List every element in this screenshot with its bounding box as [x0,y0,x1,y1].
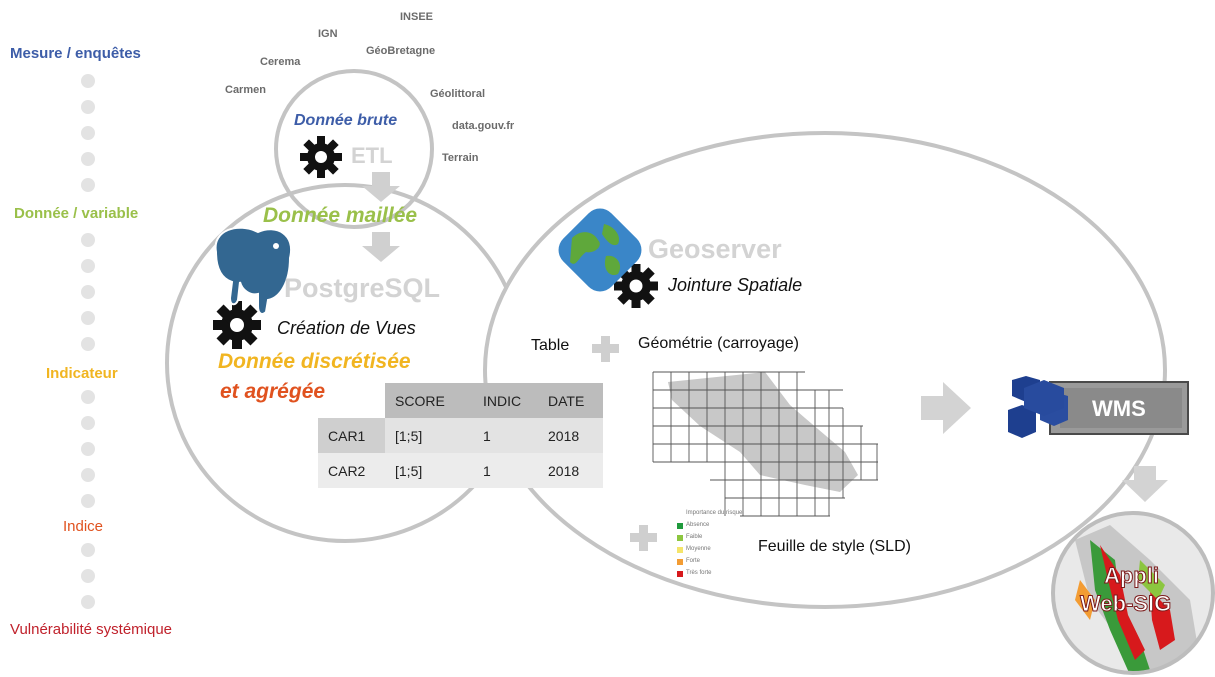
wms-label: WMS [1092,396,1146,421]
progress-dot [81,543,95,557]
progress-dot [81,100,95,114]
legend-item-tres-forte: Très forte [686,570,712,576]
create-views-label: Création de Vues [277,318,416,338]
stage-label-measure: Mesure / enquêtes [10,45,141,62]
table-label: Table [531,337,570,354]
table-row: CAR2 [1;5] 1 2018 [318,453,603,488]
progress-dot [81,595,95,609]
progress-dot [81,416,95,430]
gear-icon [213,301,261,349]
discretized-data-title: Donnée discrétisée [218,350,411,373]
legend-swatch [677,535,683,541]
legend-title: Importance du risque [686,510,743,516]
etl-circle [274,69,434,229]
progress-dot [81,468,95,482]
source-geobretagne: GéoBretagne [366,45,436,57]
plus-icon [630,525,657,551]
legend-item-moyenne: Moyenne [686,546,711,552]
postgresql-elephant-icon [214,226,293,315]
table-cell-indic: 1 [473,418,538,453]
progress-dot [81,178,95,192]
progress-dot [81,74,95,88]
table-row: CAR1 [1;5] 1 2018 [318,418,603,453]
progress-dot [81,494,95,508]
app-circle [1051,511,1215,675]
table-cell-score: [1;5] [385,453,473,488]
source-data-gouv: data.gouv.fr [452,120,515,132]
table-cell-id: CAR1 [318,418,385,453]
geoserver-ellipse [483,131,1167,609]
stage-label-systemic: Vulnérabilité systémique [10,621,173,638]
source-carmen: Carmen [225,84,266,96]
geoserver-globe-icon [558,208,642,292]
progress-dot [81,126,95,140]
plus-icon [592,336,619,362]
progress-dot [81,285,95,299]
aggregated-data-title: et agrégée [220,380,326,403]
wms-logo-icon [1008,376,1189,438]
etl-label: ETL [351,143,393,168]
source-terrain: Terrain [442,152,479,164]
progress-dot [81,337,95,351]
source-ign: IGN [318,28,338,40]
table-cell-id: CAR2 [318,453,385,488]
gear-icon [300,136,342,178]
legend-item-faible: Faible [686,534,703,540]
progress-dot [81,442,95,456]
table-cell-indic: 1 [473,453,538,488]
stage-label-index: Indice [63,518,104,535]
arrow-down-icon [362,172,400,202]
progress-dot [81,311,95,325]
legend-swatch [677,547,683,553]
progress-dot [81,233,95,247]
progress-dot [81,390,95,404]
arrow-right-icon [921,382,971,434]
raw-data-title: Donnée brute [294,112,398,129]
source-insee: INSEE [400,11,434,23]
table-corner [318,383,385,418]
legend-item-absence: Absence [686,522,710,528]
table-header-score: SCORE [385,383,473,418]
gear-icon [614,264,658,308]
app-map-thumbnail [1053,513,1213,673]
arrow-down-icon [1122,466,1168,502]
table-cell-date: 2018 [538,453,603,488]
stage-label-indicator: Indicateur [46,365,118,382]
progress-dot [81,152,95,166]
app-title-line1: Appli [1104,563,1160,589]
legend-swatch [677,571,683,577]
progress-dot [81,259,95,273]
legend-swatch [677,523,683,529]
stage-label-variable: Donnée / variable [14,205,139,222]
table-header-date: DATE [538,383,603,418]
gridded-data-title: Donnée maillée [263,204,418,227]
source-geolittoral: Géolittoral [430,88,486,100]
legend-item-forte: Forte [686,558,701,564]
table-cell-score: [1;5] [385,418,473,453]
app-title-line2: Web-SIG [1079,591,1172,617]
arrow-down-icon [362,232,400,262]
legend-swatch [677,559,683,565]
geoserver-label: Geoserver [648,234,782,264]
table-cell-date: 2018 [538,418,603,453]
source-cerema: Cerema [260,56,301,68]
progress-dot [81,569,95,583]
geometry-label: Géométrie (carroyage) [638,335,799,352]
table-header-indic: INDIC [473,383,538,418]
spatial-join-label: Jointure Spatiale [668,275,803,295]
postgresql-label: PostgreSQL [284,273,441,303]
grid-map [652,371,878,517]
style-sheet-label: Feuille de style (SLD) [758,538,911,555]
indicator-table: SCORE INDIC DATE CAR1 [1;5] 1 2018 CAR2 … [318,383,603,488]
